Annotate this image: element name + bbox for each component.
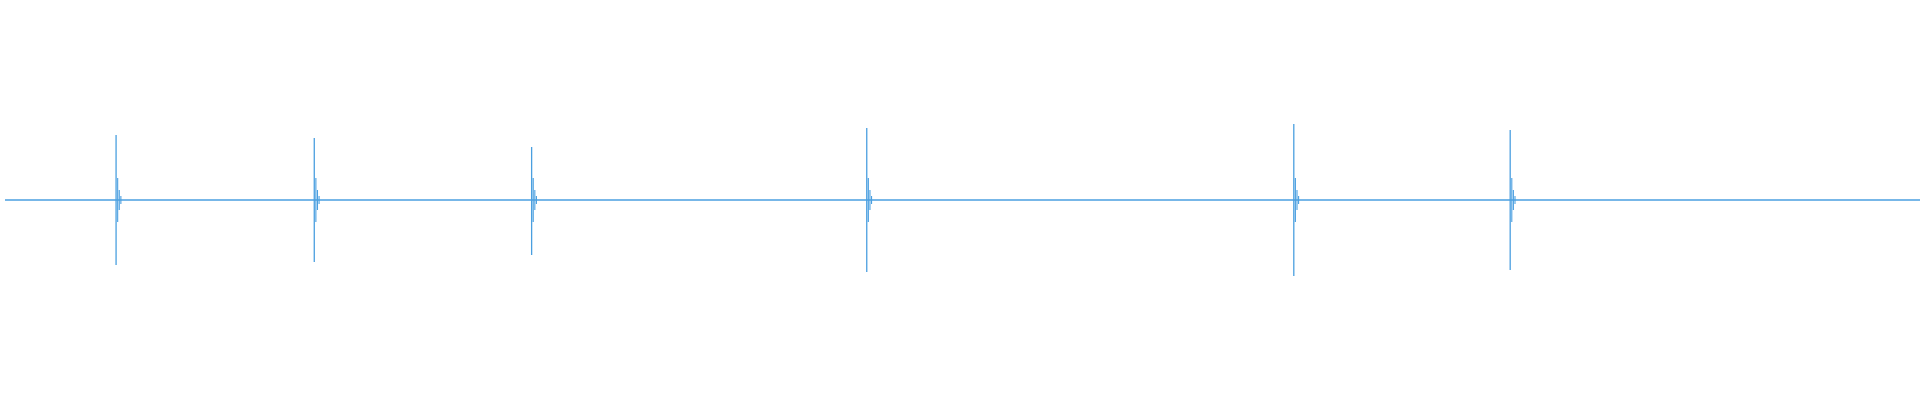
- waveform-spike-6: [1509, 130, 1516, 270]
- waveform-spike-3: [530, 147, 537, 255]
- plot-area: [5, 124, 1920, 276]
- waveform-spike-5: [1293, 124, 1300, 276]
- waveform-spike-2: [313, 138, 320, 262]
- waveform-spike-1: [115, 135, 122, 265]
- waveform-spike-4: [866, 128, 873, 272]
